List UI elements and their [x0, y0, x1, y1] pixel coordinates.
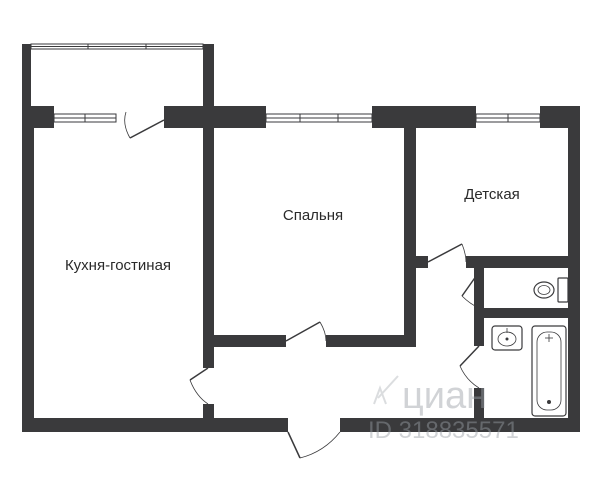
bathroom-door: [459, 345, 480, 389]
balcony-right-wall: [203, 44, 214, 110]
bedroom-bottom-wall-right: [326, 335, 416, 347]
balcony-left-wall: [22, 44, 31, 110]
cian-logo-icon: [373, 375, 399, 405]
windows: [30, 43, 541, 123]
kids-bottom-wall-left: [416, 256, 428, 268]
bath-left-wall-upper: [474, 318, 484, 346]
sink-icon: [491, 325, 523, 351]
balcony-window: [30, 43, 204, 50]
kids-room-window: [475, 113, 541, 123]
walls: [22, 44, 580, 432]
kitchen-door: [189, 367, 209, 405]
kids-room-door: [427, 243, 467, 263]
kids-bottom-wall-right: [466, 256, 568, 268]
room-label-kids-room: Детская: [464, 186, 520, 203]
bedroom-bottom-wall-left: [214, 335, 286, 347]
top-wall-segment-2: [164, 106, 266, 128]
kitchen-window: [53, 113, 117, 123]
bedroom-window: [265, 113, 373, 123]
bath-left-wall-lower: [474, 388, 484, 418]
kitchen-partition-upper: [203, 128, 214, 368]
top-wall-segment-3: [372, 106, 476, 128]
bedroom-door: [285, 321, 327, 342]
wc-left-wall-upper: [474, 256, 484, 318]
room-label-kitchen-living: Кухня-гостиная: [65, 257, 171, 274]
kitchen-partition-lower: [203, 404, 214, 418]
bedroom-kids-partition: [404, 128, 416, 347]
toilet-icon: [533, 277, 569, 303]
wc-bath-divider: [474, 308, 568, 318]
bottom-wall-right: [340, 418, 580, 432]
bottom-wall-left: [22, 418, 288, 432]
doors: [124, 111, 480, 459]
balcony-door: [124, 111, 165, 139]
watermark-brand: циан: [402, 375, 487, 417]
watermark: циан ID 318835571: [368, 375, 519, 444]
wc-door: [461, 271, 480, 309]
watermark-id: ID 318835571: [368, 417, 519, 444]
outer-left-wall: [22, 106, 34, 432]
outer-right-wall: [568, 106, 580, 432]
room-label-bedroom: Спальня: [283, 207, 343, 224]
entrance-door: [287, 431, 341, 459]
bathtub-icon: [531, 325, 567, 417]
